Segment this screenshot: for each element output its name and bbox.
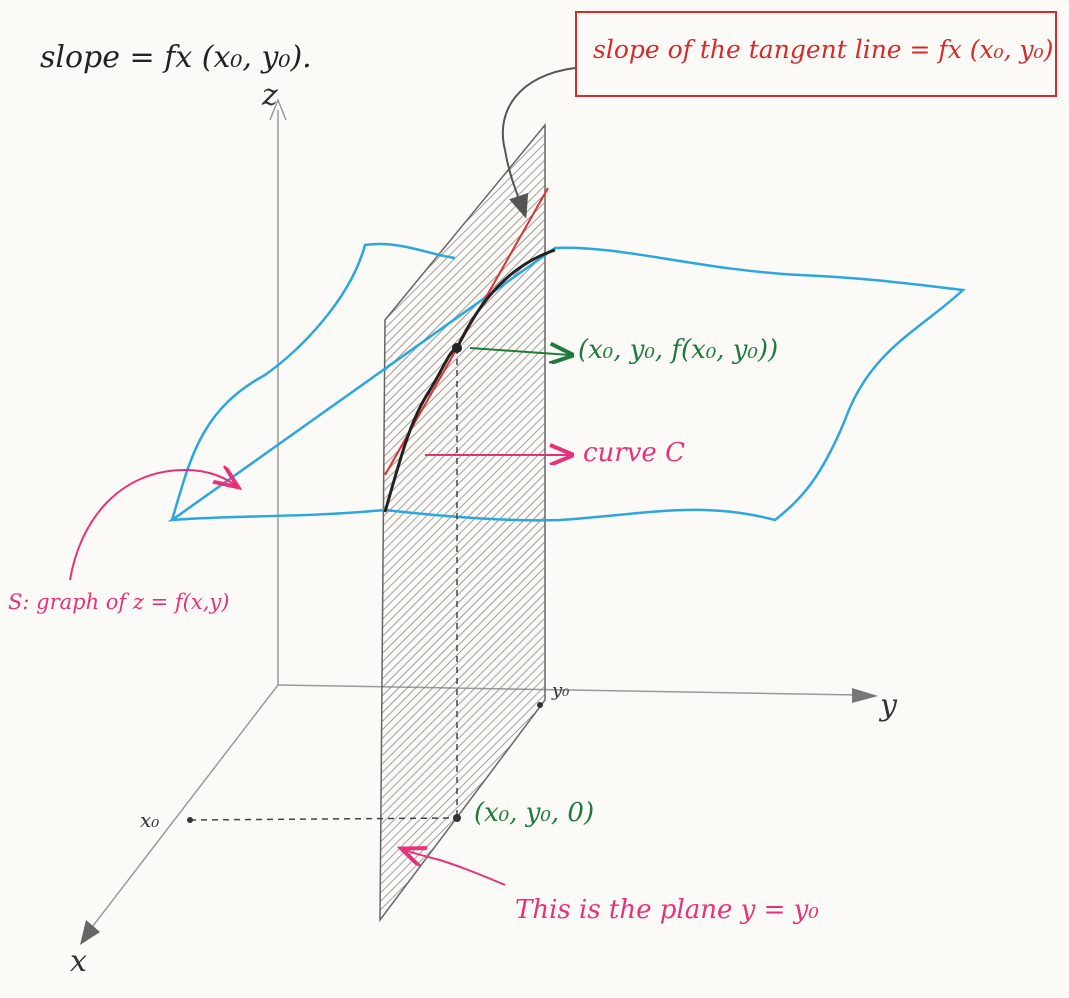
axes [80,97,878,945]
y-axis-arrow-icon [852,688,878,703]
y0-label: y₀ [552,680,570,701]
y-axis-label: y [880,688,897,723]
point-3d-arrow [469,348,570,355]
z-axis-arrow-icon [269,97,287,121]
point-base-dot [453,814,461,822]
point-base-label: (x₀, y₀, 0) [474,798,595,828]
surface-S [167,242,966,522]
point-3d-label: (x₀, y₀, f(x₀, y₀)) [578,335,779,365]
callout-text: slope of the tangent line = fx (x₀, y₀) [593,35,1054,64]
y-axis [277,684,861,696]
x-axis-arrow-icon [80,920,100,945]
plane-y0 [379,122,546,923]
z-axis-label: z [262,78,278,113]
curve-label: curve C [583,438,685,468]
callout-pointer-arrow [501,67,576,219]
x0-dot [187,817,193,823]
dashed-x0 [189,817,458,821]
x-axis-label: x [70,944,87,979]
plane-arrow [405,850,506,886]
curve-C [383,248,556,513]
slope-text: slope = fx (x₀, y₀). [40,40,312,75]
y0-dot [537,702,543,708]
surface-arrow [69,470,235,581]
x-axis [85,684,279,936]
point-3d-dot [452,343,462,353]
surface-label: S: graph of z = f(x,y) [8,590,230,614]
plane-label: This is the plane y = y₀ [515,895,819,925]
tangent-slope-callout: slope of the tangent line = fx (x₀, y₀) [575,11,1057,97]
x0-label: x₀ [140,808,160,832]
